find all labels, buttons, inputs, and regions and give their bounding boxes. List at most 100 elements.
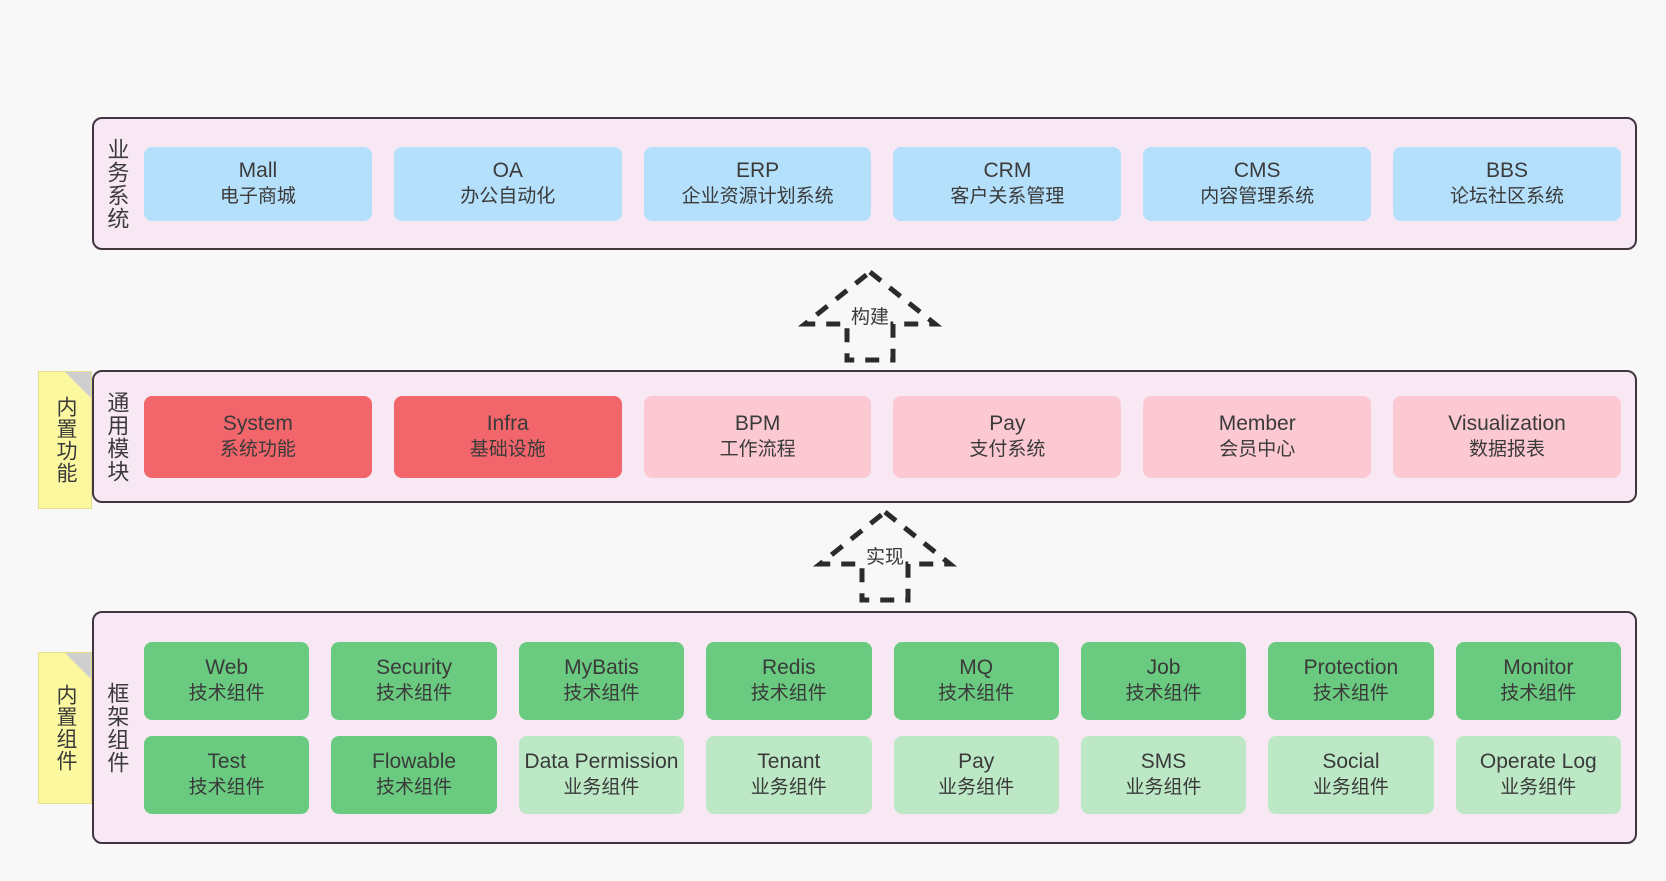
card-oa[interactable]: OA 办公自动化 <box>393 146 622 221</box>
layer-framework-component: 框架组件 Web 技术组件 Security 技术组件 MyBatis 技术组件… <box>92 611 1637 844</box>
card-web[interactable]: Web 技术组件 <box>144 641 310 720</box>
card-title: Social <box>1322 749 1380 773</box>
card-subtitle: 工作流程 <box>719 438 796 460</box>
note-label: 内置功能 <box>53 396 77 484</box>
card-title: Redis <box>761 655 816 679</box>
layer-body-framework-component: Web 技术组件 Security 技术组件 MyBatis 技术组件 Redi… <box>138 613 1635 842</box>
card-title: CMS <box>1233 158 1281 182</box>
card-subtitle: 技术组件 <box>188 776 265 798</box>
card-mybatis[interactable]: MyBatis 技术组件 <box>518 641 685 720</box>
card-title: Mall <box>238 158 278 182</box>
card-row: Test 技术组件 Flowable 技术组件 Data Permission … <box>144 735 1621 814</box>
card-subtitle: 客户关系管理 <box>950 185 1065 207</box>
card-title: OA <box>492 158 523 182</box>
folded-corner-icon <box>65 372 91 398</box>
card-social[interactable]: Social 业务组件 <box>1268 735 1434 814</box>
card-infra[interactable]: Infra 基础设施 <box>393 395 622 478</box>
arrow-label-realize: 实现 <box>865 547 905 568</box>
card-erp[interactable]: ERP 企业资源计划系统 <box>643 146 872 221</box>
card-title: Operate Log <box>1479 749 1597 773</box>
card-title: Member <box>1218 411 1296 435</box>
card-title: Protection <box>1303 655 1399 679</box>
card-row: Web 技术组件 Security 技术组件 MyBatis 技术组件 Redi… <box>144 641 1621 720</box>
layer-common-module: 通用模块 System 系统功能 Infra 基础设施 BPM 工作流程 Pay… <box>92 370 1637 503</box>
card-redis[interactable]: Redis 技术组件 <box>706 641 872 720</box>
card-title: MQ <box>959 655 994 679</box>
card-title: Security <box>376 655 452 679</box>
card-title: SMS <box>1140 749 1187 773</box>
note-label: 内置组件 <box>53 684 77 772</box>
card-tenant[interactable]: Tenant 业务组件 <box>706 735 872 814</box>
card-subtitle: 业务组件 <box>1125 776 1202 798</box>
card-subtitle: 业务组件 <box>1312 776 1389 798</box>
card-operate-log[interactable]: Operate Log 业务组件 <box>1455 735 1621 814</box>
card-subtitle: 技术组件 <box>938 682 1015 704</box>
arrow-build: 构建 <box>795 268 945 364</box>
card-title: Data Permission <box>524 749 679 773</box>
card-crm[interactable]: CRM 客户关系管理 <box>893 146 1122 221</box>
card-title: Pay <box>958 749 995 773</box>
card-subtitle: 技术组件 <box>188 682 265 704</box>
card-data-permission[interactable]: Data Permission 业务组件 <box>518 735 685 814</box>
card-title: BBS <box>1486 158 1529 182</box>
card-subtitle: 技术组件 <box>1500 682 1577 704</box>
layer-title-framework-component: 框架组件 <box>104 681 130 774</box>
card-title: Tenant <box>757 749 821 773</box>
card-subtitle: 技术组件 <box>750 682 827 704</box>
card-title: Monitor <box>1503 655 1574 679</box>
card-title: Web <box>205 655 249 679</box>
note-builtin-component: 内置组件 <box>38 652 92 804</box>
card-title: CRM <box>983 158 1032 182</box>
card-subtitle: 技术组件 <box>376 682 453 704</box>
card-bpm[interactable]: BPM 工作流程 <box>643 395 872 478</box>
card-job[interactable]: Job 技术组件 <box>1080 641 1247 720</box>
card-pay-module[interactable]: Pay 支付系统 <box>893 395 1122 478</box>
layer-body-common-module: System 系统功能 Infra 基础设施 BPM 工作流程 Pay 支付系统… <box>138 372 1635 501</box>
card-row: Mall 电子商城 OA 办公自动化 ERP 企业资源计划系统 CRM 客户关系… <box>144 146 1621 221</box>
card-title: Job <box>1146 655 1181 679</box>
card-subtitle: 系统功能 <box>219 438 296 460</box>
card-title: BPM <box>734 411 781 435</box>
card-title: Flowable <box>372 749 457 773</box>
card-subtitle: 技术组件 <box>376 776 453 798</box>
card-flowable[interactable]: Flowable 技术组件 <box>331 735 497 814</box>
card-cms[interactable]: CMS 内容管理系统 <box>1143 146 1372 221</box>
card-pay-component[interactable]: Pay 业务组件 <box>893 735 1059 814</box>
layer-title-common-module: 通用模块 <box>104 390 130 483</box>
card-test[interactable]: Test 技术组件 <box>144 735 310 814</box>
card-title: Test <box>207 749 246 773</box>
card-subtitle: 技术组件 <box>563 682 640 704</box>
card-mq[interactable]: MQ 技术组件 <box>893 641 1059 720</box>
card-subtitle: 电子商城 <box>219 185 296 207</box>
card-system[interactable]: System 系统功能 <box>144 395 372 478</box>
card-member[interactable]: Member 会员中心 <box>1143 395 1372 478</box>
card-subtitle: 业务组件 <box>563 776 640 798</box>
card-visualization[interactable]: Visualization 数据报表 <box>1393 395 1621 478</box>
card-subtitle: 技术组件 <box>1125 682 1202 704</box>
card-subtitle: 业务组件 <box>750 776 827 798</box>
card-title: MyBatis <box>564 655 639 679</box>
card-title: System <box>222 411 293 435</box>
arrow-label-build: 构建 <box>850 307 890 328</box>
card-subtitle: 业务组件 <box>1500 776 1577 798</box>
card-bbs[interactable]: BBS 论坛社区系统 <box>1393 146 1621 221</box>
card-row: System 系统功能 Infra 基础设施 BPM 工作流程 Pay 支付系统… <box>144 395 1621 478</box>
layer-body-business-system: Mall 电子商城 OA 办公自动化 ERP 企业资源计划系统 CRM 客户关系… <box>138 119 1635 248</box>
card-subtitle: 企业资源计划系统 <box>681 185 834 207</box>
card-subtitle: 内容管理系统 <box>1200 185 1315 207</box>
card-title: Pay <box>989 411 1026 435</box>
card-mall[interactable]: Mall 电子商城 <box>144 146 372 221</box>
layer-business-system: 业务系统 Mall 电子商城 OA 办公自动化 ERP 企业资源计划系统 CRM… <box>92 117 1637 250</box>
card-title: Infra <box>486 411 529 435</box>
card-subtitle: 会员中心 <box>1219 438 1296 460</box>
note-builtin-function: 内置功能 <box>38 371 92 509</box>
card-sms[interactable]: SMS 业务组件 <box>1080 735 1247 814</box>
card-protection[interactable]: Protection 技术组件 <box>1268 641 1434 720</box>
card-monitor[interactable]: Monitor 技术组件 <box>1455 641 1621 720</box>
card-subtitle: 论坛社区系统 <box>1450 185 1565 207</box>
card-subtitle: 数据报表 <box>1469 438 1546 460</box>
layer-title-business-system: 业务系统 <box>104 137 130 230</box>
card-subtitle: 办公自动化 <box>460 185 556 207</box>
card-security[interactable]: Security 技术组件 <box>331 641 497 720</box>
